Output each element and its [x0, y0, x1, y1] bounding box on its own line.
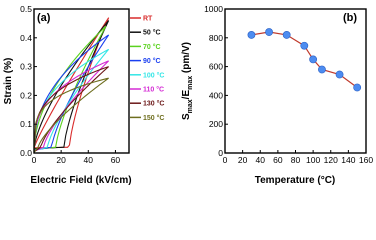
panel-a-legend-label: 100 °C [143, 71, 164, 79]
panel-a-y-tick-label: 0.2 [20, 90, 32, 100]
panel-a-series-group [33, 17, 110, 153]
panel-a-legend: RT 50 °C 70 °C 90 °C 100 °C 110 °C 130 °C 150 °… [130, 16, 164, 122]
panel-a-label: (a) [37, 12, 51, 24]
panel-a-x-axis-title: Electric Field (kV/cm) [30, 175, 131, 186]
panel-a-y-tick-label: 0.0 [20, 148, 32, 158]
panel-a-legend-label: 90 °C [143, 57, 161, 65]
panel-b-x-tick-label: 20 [238, 155, 248, 165]
panel-b-label: (b) [343, 12, 357, 24]
panel-b-y-tick-label: 1000 [204, 4, 223, 14]
panel-a: RT 50 °C 70 °C 90 °C 100 °C 110 °C 130 °C 150 °… [3, 4, 164, 186]
panel-a-legend-label: 70 °C [143, 43, 161, 51]
panel-b-x-tick-label: 80 [291, 155, 301, 165]
panel-a-legend-label: 50 °C [143, 29, 161, 37]
panel-b-series-line [251, 31, 358, 88]
figure: RT 50 °C 70 °C 90 °C 100 °C 110 °C 130 °C 150 °… [3, 4, 373, 186]
panel-b-data-point [265, 28, 273, 36]
panel-b-data-point [335, 70, 344, 79]
panel-b-data-point [309, 55, 318, 64]
panel-a-x-tick-label: 60 [111, 155, 121, 165]
panel-b-frame [224, 8, 367, 154]
panel-b-data-point [282, 31, 291, 39]
panel-a-frame [33, 8, 130, 154]
panel-a-legend-label: 110 °C [143, 86, 164, 94]
panel-a-x-tick-label: 0 [32, 155, 37, 165]
panel-b-x-tick-label: 140 [341, 155, 355, 165]
panel-b-y-tick-label: 800 [209, 33, 223, 43]
panel-a-y-tick-label: 0.3 [20, 62, 32, 72]
panel-b-x-axis-title: Temperature (°C) [255, 175, 336, 186]
panel-b-x-tick-label: 60 [273, 155, 283, 165]
panel-a-y-tick-label: 0.4 [20, 33, 32, 43]
panel-a-axes: 0 20 40 60 0.0 0.1 0.2 0.3 0.4 0.5 [20, 4, 120, 165]
panel-a-series-line [33, 66, 110, 153]
panel-b-y-tick-label: 200 [209, 119, 223, 129]
panel-a-x-tick-label: 20 [56, 155, 66, 165]
panel-a-series-line [33, 25, 107, 151]
panel-b-data-point [318, 65, 326, 74]
panel-a-y-tick-label: 0.1 [20, 119, 32, 129]
panel-a-series-line [33, 20, 110, 150]
panel-b-x-tick-label: 0 [223, 155, 228, 165]
panel-b-x-tick-label: 160 [359, 155, 373, 165]
panel-a-legend-label: 150 °C [143, 114, 164, 122]
panel-b-data-point [300, 41, 309, 50]
panel-a-series-line [33, 77, 109, 153]
panel-b-data-point [247, 31, 256, 39]
panel-a-series-line [33, 34, 110, 151]
panel-b-y-tick-label: 400 [209, 90, 223, 100]
panel-b-x-tick-label: 120 [324, 155, 338, 165]
panel-b-x-tick-label: 100 [306, 155, 320, 165]
panel-b-y-axis-title: Smax/Emax (pm/V) [181, 42, 194, 120]
panel-b-y-tick-label: 600 [209, 62, 223, 72]
panel-b-y-tick-label: 0 [218, 148, 223, 158]
panel-b-x-tick-label: 40 [256, 155, 266, 165]
panel-a-y-tick-label: 0.5 [20, 4, 32, 14]
panel-a-legend-label: 130 °C [143, 100, 164, 108]
panel-b-series-group [247, 28, 362, 92]
panel-a-y-axis-title: Strain (%) [3, 58, 14, 105]
panel-a-x-tick-label: 40 [84, 155, 94, 165]
panel-b-data-point [353, 83, 362, 92]
panel-a-legend-label: RT [143, 16, 153, 23]
